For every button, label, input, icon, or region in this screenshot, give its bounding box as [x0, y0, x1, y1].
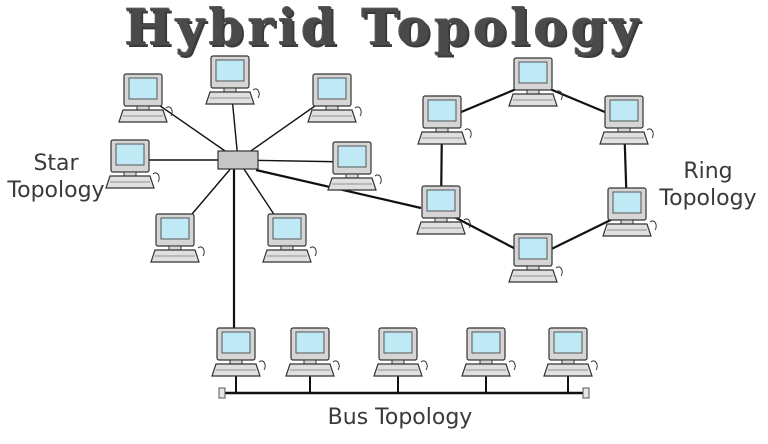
ring-topology-label-text: Ring Topology — [659, 159, 757, 211]
star-computer-icon — [118, 73, 173, 123]
ring-computer-icon — [417, 95, 472, 145]
star-computer-icon — [205, 55, 260, 105]
bus-computer-icon — [211, 327, 266, 377]
bus-topology-label: Bus Topology — [290, 404, 510, 431]
ring-computer-icon — [508, 57, 563, 107]
ring-computer-icon — [416, 185, 471, 235]
ring-topology-label: Ring Topology — [648, 158, 768, 212]
star-computer-icon — [150, 213, 205, 263]
star-topology-label-text: Star Topology — [7, 151, 105, 203]
ring-computer-icon — [508, 233, 563, 283]
star-topology-label: Star Topology — [0, 150, 112, 204]
bus-topology-label-text: Bus Topology — [327, 405, 473, 430]
bus-computer-icon — [373, 327, 428, 377]
star-computer-icon — [327, 141, 382, 191]
bus-computer-icon — [285, 327, 340, 377]
bus-terminator — [582, 387, 590, 399]
bus-terminator — [218, 387, 226, 399]
page-title: Hybrid Topology — [124, 0, 644, 57]
star-computer-icon — [105, 139, 160, 189]
bus-computer-icon — [461, 327, 516, 377]
star-computer-icon — [307, 73, 362, 123]
star-computer-icon — [262, 213, 317, 263]
hub-icon — [217, 150, 259, 170]
ring-computer-icon — [599, 95, 654, 145]
bus-computer-icon — [543, 327, 598, 377]
